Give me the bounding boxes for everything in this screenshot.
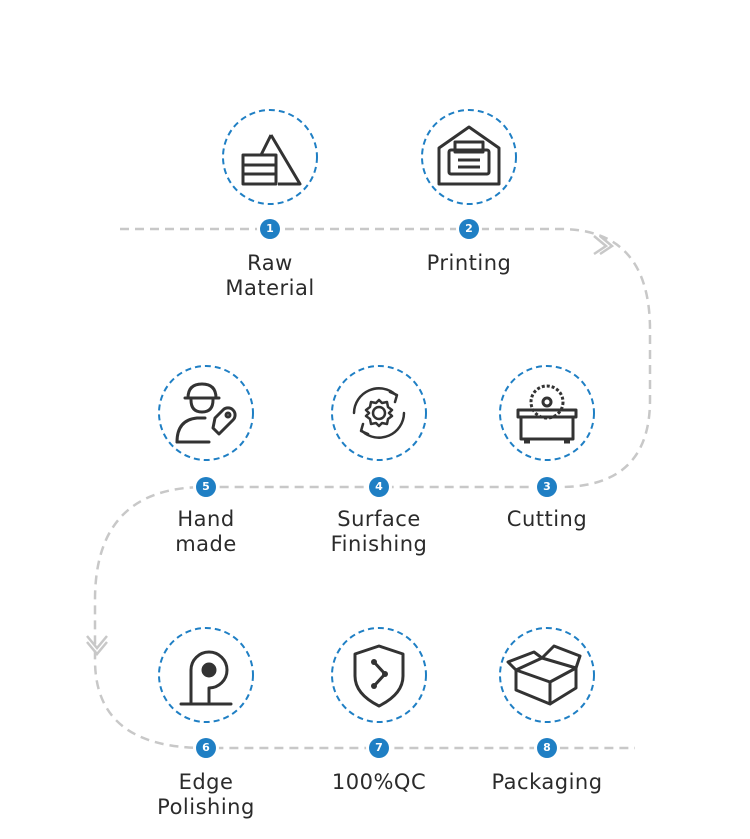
step-badge: 3 <box>537 477 557 497</box>
step-badge: 2 <box>459 219 479 239</box>
qc-shield-icon <box>331 627 427 723</box>
step-label: 100%QC <box>331 770 427 794</box>
step-badge: 6 <box>196 738 216 758</box>
step-label: Edge Polishing <box>157 770 255 819</box>
step-3-icon-ring <box>498 364 596 462</box>
flow-arrow-down <box>86 635 108 656</box>
step-badge: 5 <box>196 477 216 497</box>
step-4-icon-ring <box>330 364 428 462</box>
step-label: Hand made <box>175 507 237 556</box>
step-label: Raw Material <box>225 251 315 300</box>
step-label: Printing <box>426 251 512 275</box>
step-8-icon-ring <box>498 626 596 724</box>
edge-polishing-icon <box>158 627 254 723</box>
step-6-icon-ring <box>157 626 255 724</box>
surface-finishing-icon <box>331 365 427 461</box>
flow-arrow-right <box>593 235 615 256</box>
printing-icon <box>421 109 517 205</box>
packaging-icon <box>499 627 595 723</box>
step-badge: 4 <box>369 477 389 497</box>
step-badge: 8 <box>537 738 557 758</box>
raw-material-icon <box>222 109 318 205</box>
step-label: Surface Finishing <box>330 507 428 556</box>
cutting-icon <box>499 365 595 461</box>
step-badge: 1 <box>260 219 280 239</box>
step-badge: 7 <box>369 738 389 758</box>
step-2-icon-ring <box>420 108 518 206</box>
step-1-icon-ring <box>221 108 319 206</box>
step-7-icon-ring <box>330 626 428 724</box>
hand-made-icon <box>158 365 254 461</box>
step-label: Cutting <box>506 507 588 531</box>
step-5-icon-ring <box>157 364 255 462</box>
step-label: Packaging <box>491 770 603 794</box>
